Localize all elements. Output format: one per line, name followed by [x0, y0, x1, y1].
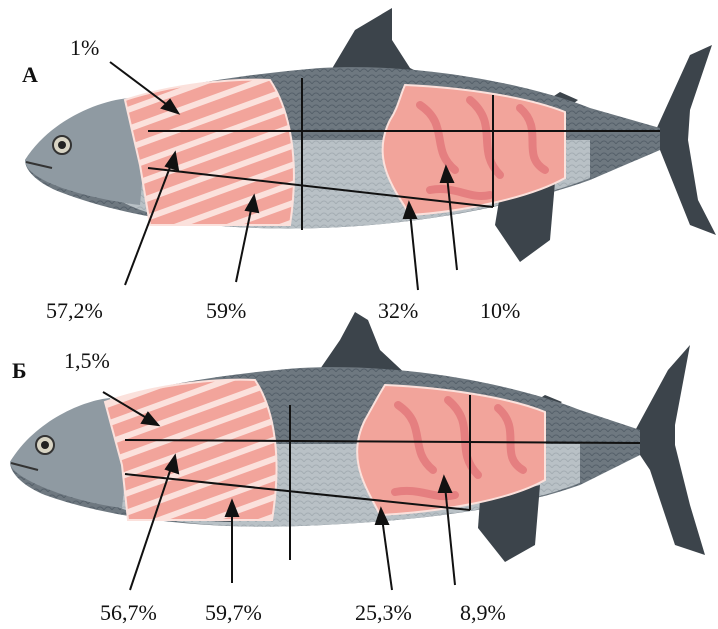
tail-fin [655, 45, 716, 235]
tail-fin [630, 345, 705, 555]
panel-b: Б 1,5% 56,7% 59,7% 25,3% 8,9% [10, 312, 705, 625]
label-top-a: 1% [70, 35, 99, 60]
label-b-3: 25,3% [355, 600, 412, 625]
label-a-2: 59% [206, 298, 246, 323]
label-b-4: 8,9% [460, 600, 506, 625]
panel-letter-b: Б [12, 358, 27, 383]
label-a-3: 32% [378, 298, 418, 323]
label-a-1: 57,2% [46, 298, 103, 323]
label-b-2: 59,7% [205, 600, 262, 625]
eye-pupil [41, 441, 49, 449]
front-fillet [125, 80, 294, 225]
front-fillet [105, 380, 277, 520]
eye-pupil [58, 141, 66, 149]
panel-letter-a: А [22, 62, 38, 87]
arrow-c [382, 518, 392, 590]
arrow-c [410, 212, 418, 290]
label-top-b: 1,5% [64, 348, 110, 373]
panel-a: А 1% 57,2% 59% 32% 10% [22, 8, 716, 323]
fish-head [25, 98, 145, 205]
label-a-4: 10% [480, 298, 520, 323]
label-b-1: 56,7% [100, 600, 157, 625]
